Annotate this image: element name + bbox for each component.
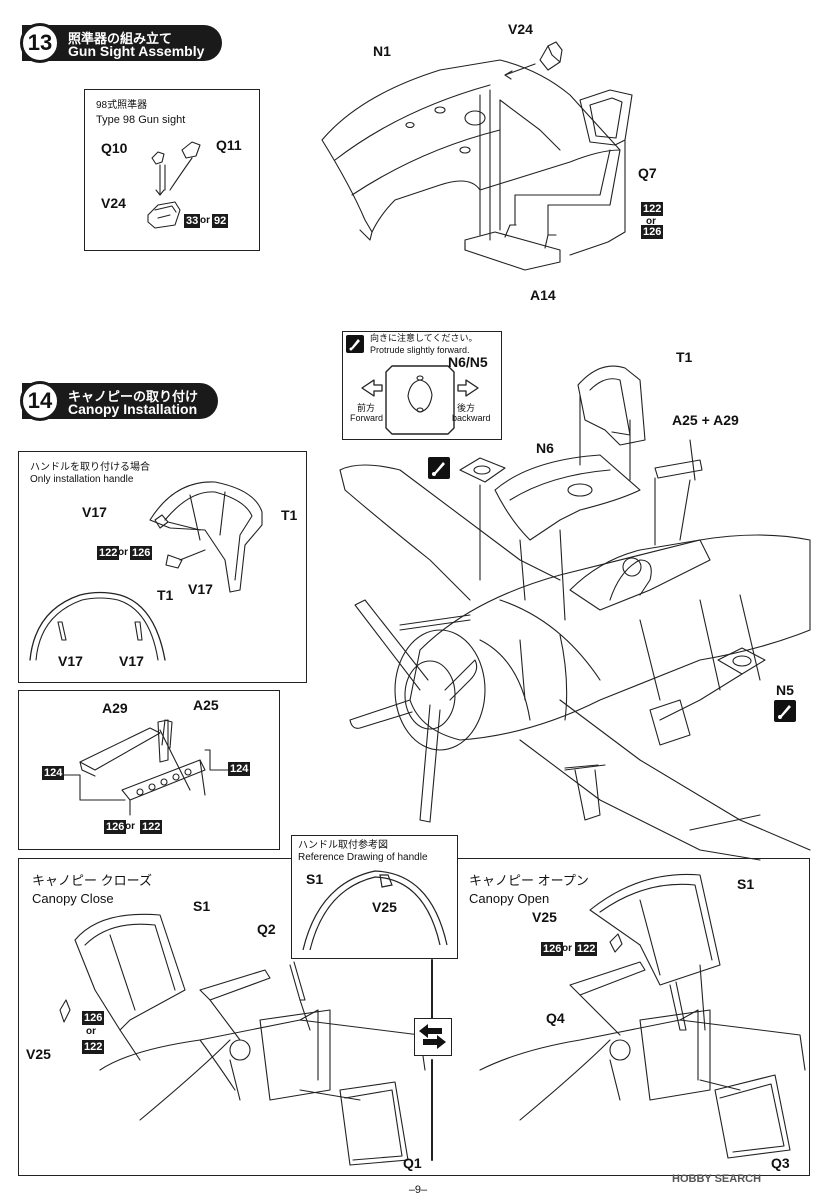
- paint-code-33: 33: [184, 214, 201, 228]
- part-label-a29: A29: [102, 700, 128, 716]
- paint-code-122-close: 122: [82, 1040, 105, 1054]
- paint-or-inset: or: [200, 215, 210, 226]
- swap-arrows-icon: [414, 1018, 452, 1056]
- step-13-header: 13 照準器の組み立て Gun Sight Assembly: [20, 23, 222, 63]
- note-shape-drawing: [361, 365, 479, 435]
- step-13-title-en: Gun Sight Assembly: [68, 43, 205, 59]
- part-label-q2: Q2: [257, 921, 276, 937]
- part-a14-drawing: [464, 224, 561, 271]
- part-label-v25-ref: V25: [372, 899, 397, 915]
- reference-caption-en: Reference Drawing of handle: [298, 852, 428, 863]
- part-label-q4: Q4: [546, 1010, 565, 1026]
- gun-sight-caption-en: Type 98 Gun sight: [96, 114, 186, 126]
- paint-or-handle: or: [118, 547, 128, 558]
- part-label-n1: N1: [373, 43, 391, 59]
- paint-or-frame: or: [125, 821, 135, 832]
- paint-or-close: or: [86, 1026, 96, 1037]
- part-label-v17-a: V17: [82, 504, 107, 520]
- part-label-n6: N6: [536, 440, 554, 456]
- paint-code-122-handle: 122: [97, 546, 120, 560]
- canopy-open-drawing: [479, 873, 806, 1159]
- part-v24-drawing: [539, 41, 563, 71]
- note-text-en: Protrude slightly forward.: [370, 345, 470, 355]
- canopy-close-title-jp: キャノピー クローズ: [32, 873, 152, 888]
- paint-code-122-s13: 122: [641, 202, 664, 216]
- reference-arch-icon: [302, 870, 448, 951]
- part-label-t1-main: T1: [676, 349, 693, 365]
- paint-code-126-frame: 126: [104, 820, 127, 834]
- gun-sight-inset-box: [84, 89, 260, 251]
- orientation-note-box: [342, 331, 502, 440]
- note-backward-jp: 後方: [457, 403, 476, 413]
- handle-caption-jp: ハンドルを取り付ける場合: [30, 462, 150, 473]
- paint-code-124-left: 124: [42, 766, 65, 780]
- part-label-q11: Q11: [216, 137, 242, 153]
- part-q7-drawing: [579, 89, 633, 146]
- step-14-number: 14: [20, 381, 60, 421]
- paint-code-126-handle: 126: [130, 546, 153, 560]
- step-14-title-en: Canopy Installation: [68, 401, 198, 417]
- caution-icon-n5: [774, 700, 796, 722]
- part-label-a14: A14: [530, 287, 556, 303]
- part-label-v25-open: V25: [532, 909, 557, 925]
- step-13-number: 13: [20, 23, 60, 63]
- part-label-a25: A25: [193, 697, 219, 713]
- paint-code-124-right: 124: [228, 762, 251, 776]
- paint-code-92: 92: [212, 214, 229, 228]
- part-label-v17-b: V17: [188, 581, 213, 597]
- paint-code-126-close: 126: [82, 1011, 105, 1025]
- step-14-title-jp: キャノピーの取り付け: [68, 389, 199, 404]
- canopy-open-title-jp: キャノピー オープン: [469, 873, 589, 888]
- part-label-s1-close: S1: [193, 898, 211, 914]
- caution-icon: [346, 335, 364, 353]
- paint-code-122-frame: 122: [140, 820, 163, 834]
- gun-sight-drawing: [147, 141, 201, 229]
- watermark: HOBBY SEARCH: [672, 1173, 762, 1185]
- paint-or-s13: or: [646, 216, 656, 227]
- part-label-a25-a29: A25 + A29: [672, 412, 739, 428]
- handle-reference-box: [291, 835, 458, 959]
- part-label-s1-ref: S1: [306, 871, 324, 887]
- part-n1-drawing: [321, 59, 621, 241]
- frame-parts-drawing: [79, 719, 206, 801]
- reference-caption-jp: ハンドル取付参考図: [298, 840, 388, 851]
- paint-code-122-open: 122: [575, 942, 598, 956]
- part-label-v17-d: V17: [119, 653, 144, 669]
- step-14-header: 14 キャノピーの取り付け Canopy Installation: [20, 381, 218, 421]
- part-label-v25-close: V25: [26, 1046, 51, 1062]
- part-n6-drawing: [494, 454, 641, 541]
- paint-code-126-s13: 126: [641, 225, 664, 239]
- gun-sight-caption-jp: 98式照準器: [96, 100, 148, 111]
- note-backward-en: backward: [452, 413, 491, 423]
- part-label-s1-open: S1: [737, 876, 755, 892]
- canopy-close-drawing: [59, 913, 426, 1166]
- note-text-jp: 向きに注意してください。: [370, 333, 478, 343]
- part-label-q7: Q7: [638, 165, 657, 181]
- part-label-t1-a: T1: [281, 507, 298, 523]
- handle-install-box: [18, 451, 307, 683]
- caution-icon-n6: [428, 457, 450, 479]
- part-label-q1: Q1: [403, 1155, 422, 1171]
- part-label-v24: V24: [508, 21, 533, 37]
- part-label-q10: Q10: [101, 140, 128, 156]
- part-t1-main-drawing: [577, 365, 646, 446]
- note-forward-en: Forward: [350, 413, 384, 423]
- canopy-close-title-en: Canopy Close: [32, 891, 114, 906]
- part-label-v17-c: V17: [58, 653, 83, 669]
- part-label-v24-inset: V24: [101, 195, 126, 211]
- part-label-q3: Q3: [771, 1155, 790, 1171]
- part-label-n5: N5: [776, 682, 794, 698]
- canopy-open-title-en: Canopy Open: [469, 891, 550, 906]
- part-label-n6-n5: N6/N5: [448, 354, 488, 370]
- part-label-t1-b: T1: [157, 587, 174, 603]
- page-number: –9–: [408, 1184, 428, 1196]
- paint-code-126-open: 126: [541, 942, 564, 956]
- handle-caption-en: Only installation handle: [30, 474, 134, 485]
- paint-or-open: or: [562, 943, 572, 954]
- t1-handle-drawing: [149, 481, 263, 593]
- note-forward-jp: 前方: [357, 403, 376, 413]
- frame-parts-box: [18, 690, 280, 850]
- step-13-title-jp: 照準器の組み立て: [68, 31, 173, 46]
- aircraft-drawing: [339, 464, 811, 861]
